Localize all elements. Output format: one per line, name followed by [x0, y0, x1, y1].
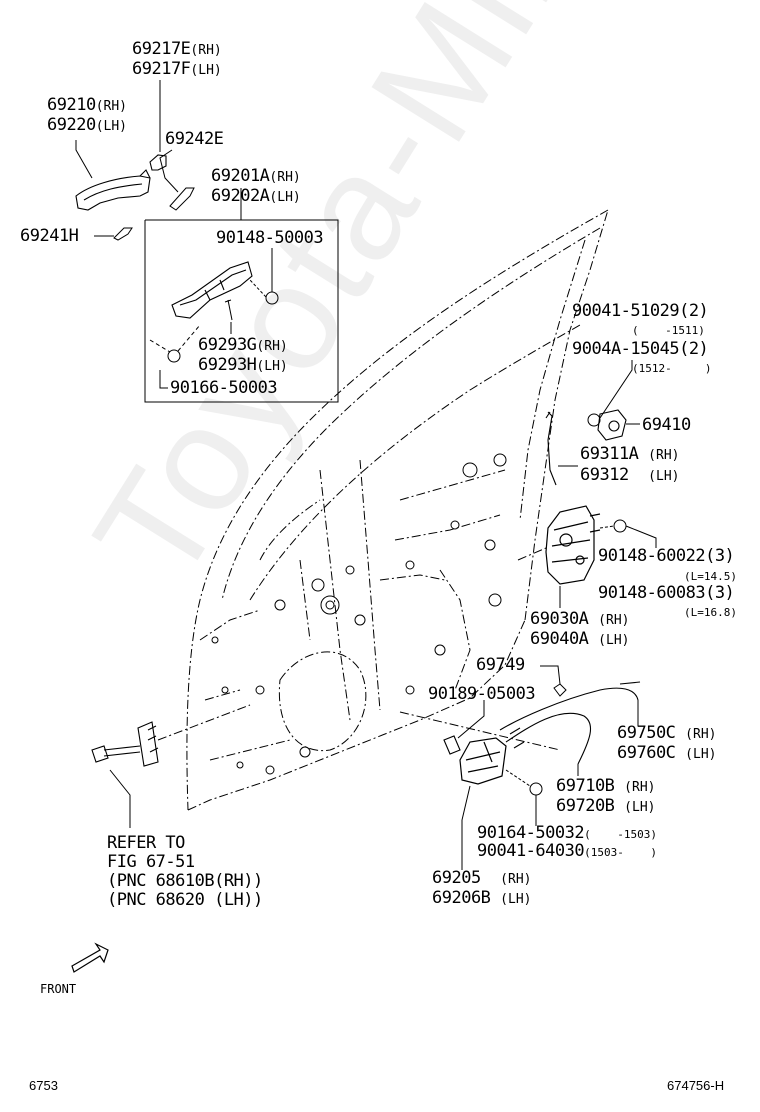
- front-arrow-icon: [71, 942, 109, 973]
- label-69206b: 69206B (LH): [432, 888, 532, 908]
- note-90148-60022: (L=14.5): [684, 570, 737, 583]
- refer-line-4: (PNC 68620 (LH)): [107, 890, 263, 910]
- s-symbol-90148-60022: [613, 519, 627, 533]
- outside-handle-part: [75, 169, 151, 211]
- handle-frame-callout-box: [144, 188, 339, 403]
- label-69749: 69749: [476, 655, 525, 675]
- label-69220: 69220(LH): [47, 115, 127, 135]
- label-90148-60022: 90148-60022(3): [598, 546, 735, 566]
- label-69202a: 69202A(LH): [211, 186, 301, 206]
- drawing-code: 674756-H: [667, 1078, 725, 1093]
- s-symbol-90166-50003: [167, 349, 181, 363]
- door-outline: [186, 209, 609, 811]
- refer-line-2: FIG 67-51: [107, 852, 195, 872]
- label-90164-50032: 90164-50032( -1503): [477, 823, 657, 843]
- refer-line-3: (PNC 68610B(RH)): [107, 871, 263, 891]
- label-90189-05003: 90189-05003: [428, 684, 536, 704]
- label-69312: 69312 (LH): [580, 465, 680, 485]
- label-90148-50003: 90148-50003: [216, 228, 324, 248]
- label-69710b: 69710B (RH): [556, 776, 656, 796]
- label-90148-60083: 90148-60083(3): [598, 583, 735, 603]
- label-69750c: 69750C (RH): [617, 723, 717, 743]
- door-holes: [211, 453, 507, 775]
- note-9004a-15045: (1512- ): [632, 362, 712, 375]
- handle-cap-part: [149, 154, 167, 171]
- handle-frame-part: [171, 261, 253, 319]
- label-9004a-15045: 9004A-15045(2): [572, 339, 709, 359]
- label-69760c: 69760C (LH): [617, 743, 717, 763]
- label-69040a: 69040A (LH): [530, 629, 630, 649]
- cable-69750c-part: [499, 681, 641, 731]
- label-69217f: 69217F(LH): [132, 59, 222, 79]
- inside-handle-part: [459, 737, 507, 785]
- pad-69241h-part: [113, 227, 133, 241]
- label-69293g: 69293G(RH): [198, 335, 288, 355]
- lock-rod-part: [545, 411, 557, 486]
- label-90041-51029: 90041-51029(2): [572, 301, 709, 321]
- note-90148-60083: (L=16.8): [684, 606, 737, 619]
- figure-code: 6753: [29, 1078, 58, 1093]
- s-symbol-90148-50003: [265, 291, 279, 305]
- label-69311a: 69311A (RH): [580, 444, 680, 464]
- clip-69749-part: [553, 683, 567, 697]
- label-69217e: 69217E(RH): [132, 39, 222, 59]
- label-69720b: 69720B (LH): [556, 796, 656, 816]
- label-69201a: 69201A(RH): [211, 166, 301, 186]
- refer-line-1: REFER TO: [107, 833, 185, 853]
- label-69241h: 69241H: [20, 226, 79, 246]
- label-69210: 69210(RH): [47, 95, 127, 115]
- front-label: FRONT: [40, 982, 77, 996]
- label-69293h: 69293H(LH): [198, 355, 288, 375]
- label-69030a: 69030A (RH): [530, 609, 630, 629]
- s-symbol-90164: [529, 782, 543, 796]
- label-90041-64030: 90041-64030(1503- ): [477, 841, 657, 861]
- s-symbol-90041: [587, 413, 601, 427]
- label-69205: 69205 (RH): [432, 868, 532, 888]
- label-69410: 69410: [642, 415, 691, 435]
- door-lock-part: [545, 505, 601, 585]
- cable-69710b-part: [505, 712, 592, 765]
- bolt-69293-part: [224, 299, 233, 321]
- handle-pad-part: [169, 187, 195, 211]
- striker-part: [597, 409, 627, 441]
- bezel-part: [443, 735, 461, 755]
- label-69242e: 69242E: [165, 129, 224, 149]
- label-90166-50003: 90166-50003: [170, 378, 278, 398]
- door-check-part: [91, 721, 159, 767]
- note-90041-51029: ( -1511): [632, 324, 705, 337]
